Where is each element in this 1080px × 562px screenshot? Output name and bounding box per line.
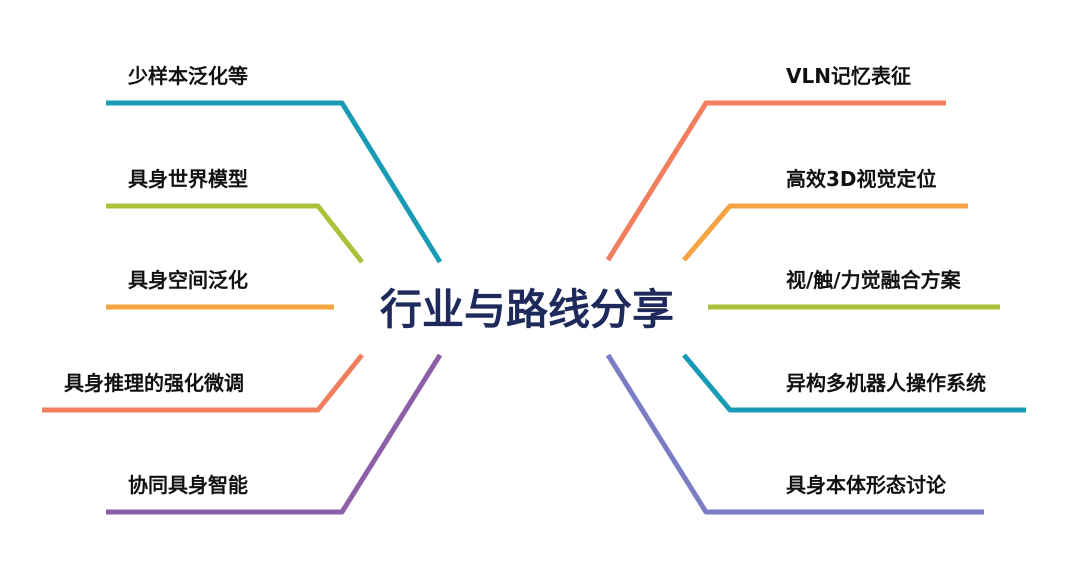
branch-line-right-1 — [605, 100, 946, 262]
branch-label-right-2: 高效3D视觉定位 — [786, 167, 937, 191]
branch-label-left-4: 具身推理的强化微调 — [64, 371, 244, 395]
branch-label-left-2: 具身世界模型 — [128, 167, 248, 191]
branch-label-left-5: 协同具身智能 — [128, 473, 248, 497]
branch-line-right-5 — [605, 353, 984, 515]
branch-label-left-3: 具身空间泛化 — [128, 268, 248, 292]
branch-line-right-4 — [682, 353, 1026, 413]
branch-line-left-1 — [106, 100, 443, 264]
branch-line-right-2 — [682, 203, 968, 262]
branch-label-right-5: 具身本体形态讨论 — [786, 473, 946, 497]
branch-line-left-2 — [106, 203, 364, 264]
branch-label-right-3: 视/触/力觉融合方案 — [786, 268, 961, 292]
branch-label-left-1: 少样本泛化等 — [128, 64, 248, 88]
center-title: 行业与路线分享 — [379, 285, 674, 334]
branch-line-left-4 — [42, 353, 364, 413]
branch-label-right-1: VLN记忆表征 — [786, 64, 911, 88]
branch-line-left-5 — [106, 353, 443, 515]
branch-label-right-4: 异构多机器人操作系统 — [786, 371, 986, 395]
